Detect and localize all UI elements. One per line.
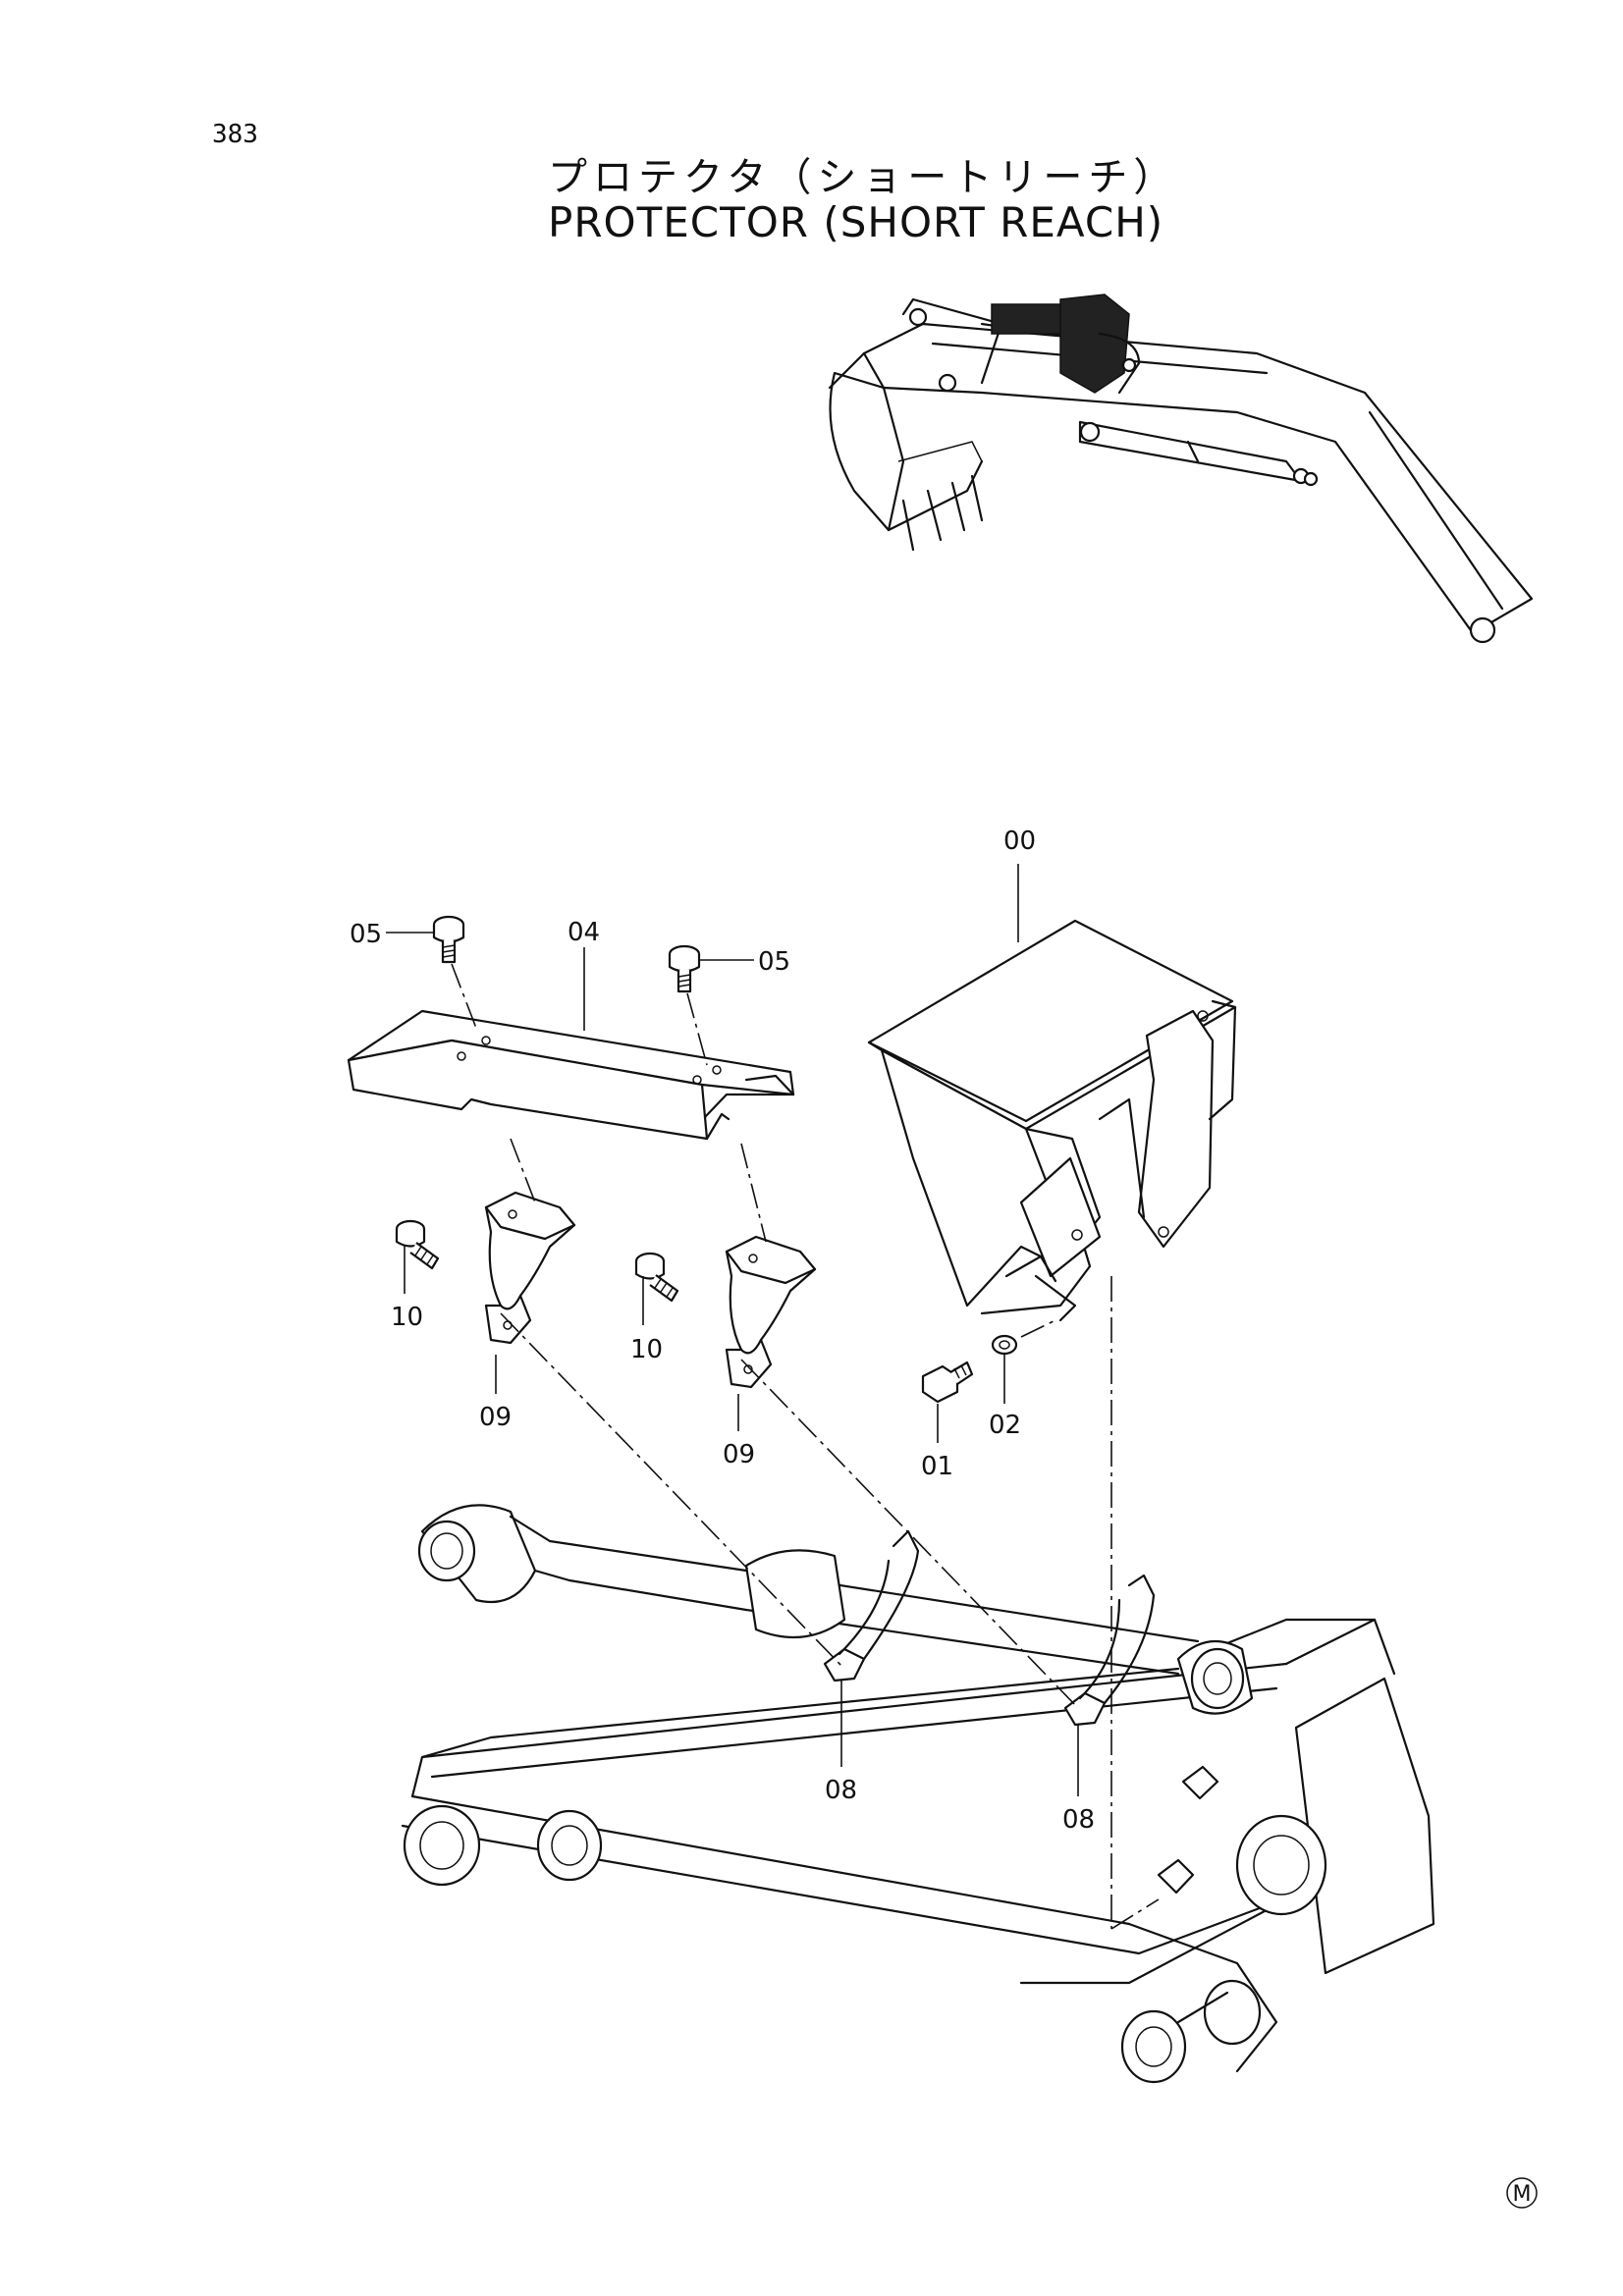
boom-assembly xyxy=(401,1504,1435,2084)
title-japanese: プロテクタ（ショートリーチ） xyxy=(548,155,1179,200)
corner-mark-letter: M xyxy=(1513,2182,1532,2207)
mounting-line-clamp-left xyxy=(500,1312,845,1670)
part-04-top-plate xyxy=(347,1009,795,1141)
label-part-00: 00 xyxy=(1003,827,1036,856)
label-part-10-right: 10 xyxy=(630,1335,663,1364)
label-part-08-right: 08 xyxy=(1062,1805,1095,1835)
leader-lines xyxy=(386,864,1079,1796)
part-10-bolt-left xyxy=(395,1219,440,1270)
label-part-09-right: 09 xyxy=(723,1440,755,1469)
label-part-01: 01 xyxy=(921,1452,953,1481)
mounting-line-clamp-right xyxy=(740,1359,1079,1709)
title-english: PROTECTOR (SHORT REACH) xyxy=(548,198,1164,246)
label-part-09-left: 09 xyxy=(479,1403,512,1432)
part-01-bolt xyxy=(921,1361,974,1404)
page-number: 383 xyxy=(212,120,258,149)
label-part-10-left: 10 xyxy=(391,1303,423,1332)
part-00-protector-cover xyxy=(867,919,1237,1322)
part-09-clamp-right xyxy=(725,1143,817,1389)
part-09-clamp-left xyxy=(484,1138,576,1345)
label-part-08-left: 08 xyxy=(825,1776,857,1805)
label-part-02: 02 xyxy=(989,1411,1021,1440)
corner-mark: M xyxy=(1506,2177,1538,2209)
label-part-05-right: 05 xyxy=(758,947,790,977)
part-02-washer xyxy=(991,1319,1056,1356)
part-10-bolt-right xyxy=(634,1252,679,1303)
mounting-line-cover-end xyxy=(1110,1898,1160,1930)
label-part-05-left: 05 xyxy=(350,920,382,949)
part-05-bolt-right xyxy=(668,944,708,1066)
label-part-04: 04 xyxy=(568,918,600,947)
part-05-bolt-left xyxy=(432,915,478,1032)
overview-excavator-arm xyxy=(828,294,1534,644)
